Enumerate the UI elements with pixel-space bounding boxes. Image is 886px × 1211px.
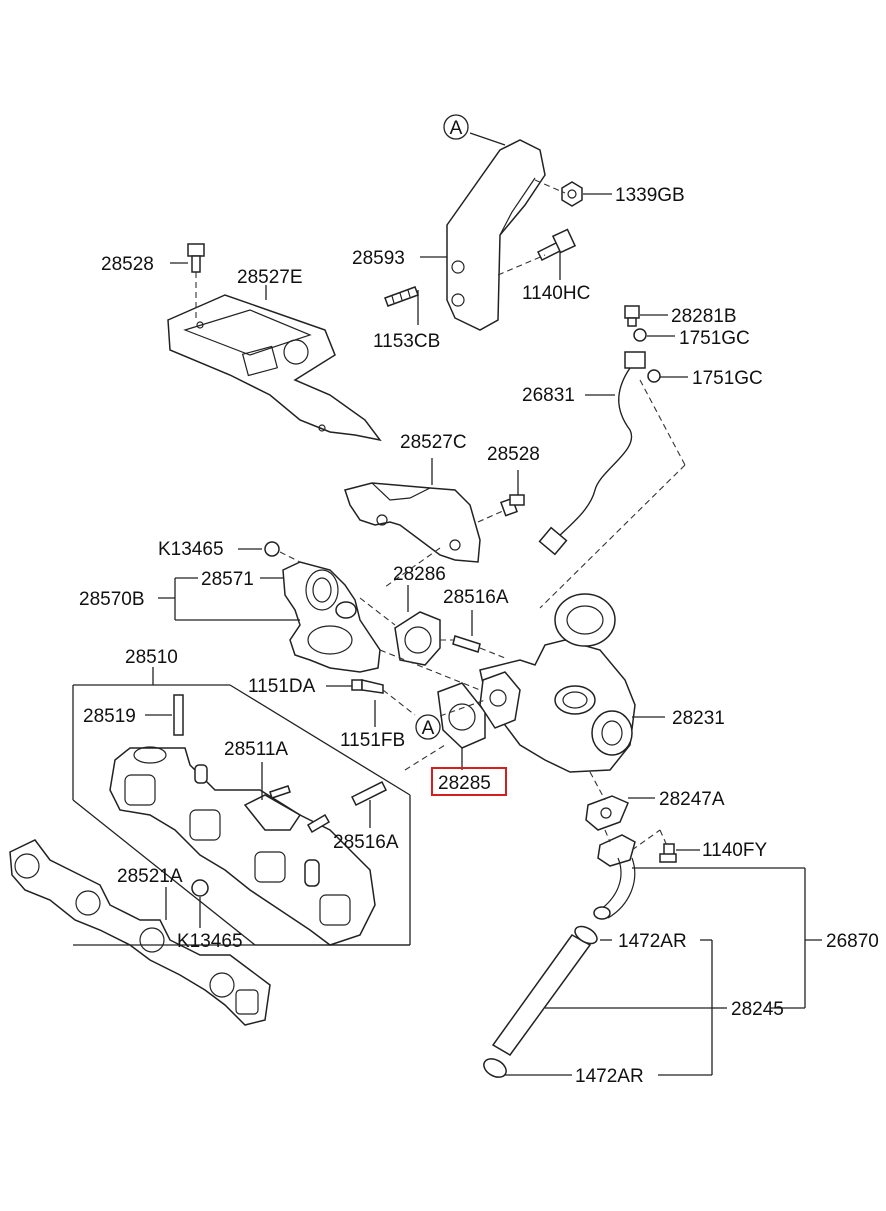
clamp-1472AR-bot[interactable] — [481, 1055, 510, 1081]
label-28527E[interactable]: 28527E — [237, 267, 303, 288]
label-28527C[interactable]: 28527C — [400, 432, 467, 453]
label-26831[interactable]: 26831 — [522, 385, 575, 406]
oil-feed-tube-26831[interactable] — [538, 351, 646, 556]
callout-a-top-text: A — [450, 118, 463, 139]
label-K13465-top[interactable]: K13465 — [158, 539, 224, 560]
label-1140HC[interactable]: 1140HC — [522, 283, 590, 304]
label-K13465-bot[interactable]: K13465 — [177, 931, 243, 952]
label-28516A-top[interactable]: 28516A — [443, 587, 509, 608]
highlight-box-28285 — [431, 767, 507, 796]
heat-shield-28527C[interactable] — [344, 482, 481, 563]
oil-return-pipe-26870[interactable] — [593, 834, 636, 920]
label-28571[interactable]: 28571 — [201, 569, 254, 590]
label-28511A[interactable]: 28511A — [224, 739, 288, 760]
bolt-28528-top[interactable] — [187, 243, 205, 273]
bracket-28593[interactable] — [446, 139, 546, 331]
leader-lines — [72, 132, 822, 1076]
label-1151FB[interactable]: 1151FB — [340, 730, 405, 751]
label-28593[interactable]: 28593 — [352, 248, 405, 269]
stud-28519[interactable] — [173, 694, 184, 736]
label-28286[interactable]: 28286 — [393, 564, 446, 585]
label-1339GB[interactable]: 1339GB — [615, 185, 685, 206]
label-28519[interactable]: 28519 — [83, 706, 136, 727]
part-labels: 1339GB 28593 1140HC 1153CB 28528 28527E … — [79, 185, 879, 1087]
label-1751GC-a[interactable]: 1751GC — [679, 328, 750, 349]
label-28245[interactable]: 28245 — [731, 999, 784, 1020]
gasket-28285[interactable] — [437, 682, 486, 749]
gasket-28521A[interactable] — [9, 839, 271, 1026]
nut-1339GB[interactable] — [561, 181, 583, 207]
gasket-28247A[interactable] — [585, 795, 629, 831]
washer-1751GC-a[interactable] — [633, 328, 647, 342]
label-28247A[interactable]: 28247A — [659, 789, 725, 810]
label-28570B[interactable]: 28570B — [79, 589, 145, 610]
label-28521A[interactable]: 28521A — [117, 866, 183, 887]
hose-28245[interactable] — [491, 934, 592, 1056]
reference-callout-a-mid: A — [415, 714, 441, 740]
nut-K13465-top[interactable] — [264, 541, 280, 557]
label-1151DA[interactable]: 1151DA — [248, 676, 316, 697]
bolt-1140FY[interactable] — [659, 843, 677, 863]
label-1751GC-b[interactable]: 1751GC — [692, 368, 763, 389]
label-28285[interactable]: 28285 — [438, 773, 491, 794]
label-1472AR-top[interactable]: 1472AR — [618, 931, 687, 952]
label-1140FY[interactable]: 1140FY — [702, 840, 767, 861]
bolt-28528-mid[interactable] — [500, 494, 525, 517]
stud-28516A-bot[interactable] — [306, 780, 388, 834]
outlet-elbow-28571[interactable] — [282, 561, 381, 673]
bolt-1140HC[interactable] — [536, 228, 577, 262]
washer-1751GC-b[interactable] — [647, 369, 661, 383]
nut-K13465-bot[interactable] — [191, 879, 209, 897]
bolt-28281B[interactable] — [624, 305, 640, 327]
label-1472AR-bot[interactable]: 1472AR — [575, 1066, 644, 1087]
bolt-1153CB[interactable] — [384, 286, 419, 307]
bolt-1151DA[interactable] — [351, 679, 384, 694]
clamp-1472AR-top[interactable] — [572, 923, 600, 947]
label-1153CB[interactable]: 1153CB — [373, 331, 440, 352]
exhaust-manifold-28511A[interactable] — [109, 746, 376, 946]
label-28516A-bot[interactable]: 28516A — [333, 832, 399, 853]
label-28281B[interactable]: 28281B — [671, 306, 737, 327]
label-28528-top[interactable]: 28528 — [101, 254, 154, 275]
label-28231[interactable]: 28231 — [672, 708, 725, 729]
label-26870[interactable]: 26870 — [826, 931, 879, 952]
label-28528-mid[interactable]: 28528 — [487, 444, 540, 465]
stud-28516A-top[interactable] — [452, 635, 481, 653]
heat-shield-28527E[interactable] — [167, 294, 382, 442]
label-28510[interactable]: 28510 — [125, 647, 178, 668]
gasket-28286[interactable] — [394, 611, 441, 666]
callout-a-mid-text: A — [422, 718, 435, 739]
reference-callout-a-top: A — [443, 114, 469, 140]
turbocharger-28231[interactable] — [479, 593, 636, 773]
